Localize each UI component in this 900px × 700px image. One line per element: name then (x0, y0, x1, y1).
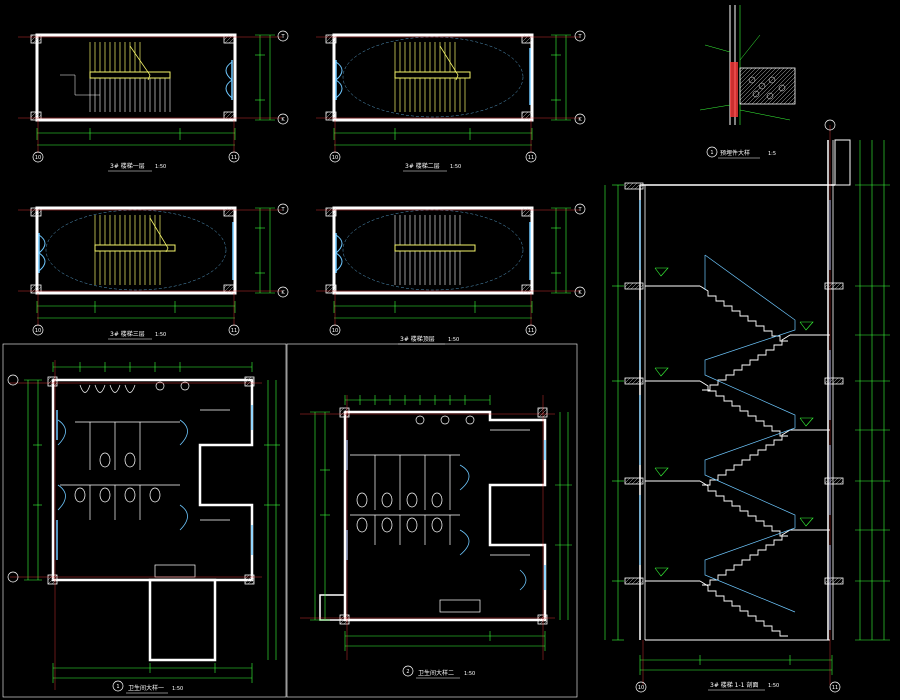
axis-label: T (280, 207, 285, 213)
axis-label: 11 (231, 328, 237, 334)
axis-label: 10 (35, 155, 41, 161)
axis-label: 11 (832, 685, 838, 691)
axis-label: T (577, 207, 582, 213)
toilet-plan-1: 1 卫生间大样一 1:50 (7, 360, 280, 694)
toilet-plan-2: 2 卫生间大样二 1:50 (300, 395, 572, 679)
detail-scale: 1:5 (768, 151, 776, 157)
axis-label: T (280, 34, 285, 40)
axis-lines (18, 36, 282, 153)
axis-label: 10 (638, 685, 644, 691)
detail-number: 1 (710, 150, 713, 156)
plan-scale: 1:50 (448, 337, 459, 343)
plan-title: 3# 楼梯三层 (110, 330, 145, 338)
detail-title: 卫生间大样一 (128, 684, 164, 692)
axis-label: 10 (332, 155, 338, 161)
section-title: 3# 楼梯 1-1 剖面 (710, 681, 758, 689)
section-handrails (704, 254, 796, 613)
plan-title: 3# 楼梯二层 (405, 162, 440, 170)
plan-scale: 1:50 (450, 164, 461, 170)
frame-left (2, 343, 287, 698)
axis-label: K (578, 290, 582, 296)
handrail (89, 71, 171, 79)
axis-bubble (277, 113, 289, 125)
axis-label: 10 (35, 328, 41, 334)
stair-plan-4: 10 11 T K 3# 楼梯顶层 1:50 (316, 203, 586, 345)
axis-bubble (32, 151, 44, 163)
section-scale: 1:50 (768, 683, 779, 689)
detail-number: 2 (406, 669, 409, 675)
plan-title: 3# 楼梯一层 (110, 162, 145, 170)
axis-label: 11 (528, 155, 534, 161)
axis-bubble (277, 30, 289, 42)
axis-label: T (577, 34, 582, 40)
section-stair-flights (699, 285, 791, 637)
detail-scale: 1:50 (172, 686, 183, 692)
stair-section: 10 11 3# 楼梯 1-1 剖面 1:50 (604, 119, 890, 693)
plan-scale: 1:50 (155, 164, 166, 170)
detail-number: 1 (116, 684, 119, 690)
axis-label: 10 (332, 328, 338, 334)
plan-title: 3# 楼梯顶层 (400, 335, 435, 343)
axis-label: 11 (231, 155, 237, 161)
stair-plan-2: 10 11 T K 3# 楼梯二层 1:50 (316, 30, 586, 172)
embedded-part-detail: 1 预埋件大样 1:5 (699, 5, 796, 159)
axis-label: K (281, 117, 285, 123)
stair-treads-lower (89, 78, 171, 112)
dimension-lines (36, 34, 275, 146)
stair-plan-1: 10 11 T K 3# 楼梯一层 1:50 (18, 30, 289, 172)
stair-treads-upper (89, 42, 141, 72)
stair-plan-3: 10 11 T K 3# 楼梯三层 1:50 (18, 203, 289, 340)
plan-scale: 1:50 (155, 332, 166, 338)
frame-right (286, 343, 578, 698)
axis-label: 11 (528, 328, 534, 334)
axis-bubble (228, 151, 240, 163)
detail-title: 预埋件大样 (720, 149, 750, 157)
axis-label: K (281, 290, 285, 296)
detail-scale: 1:50 (464, 671, 475, 677)
axis-label: K (578, 117, 582, 123)
detail-title: 卫生间大样二 (418, 669, 454, 677)
